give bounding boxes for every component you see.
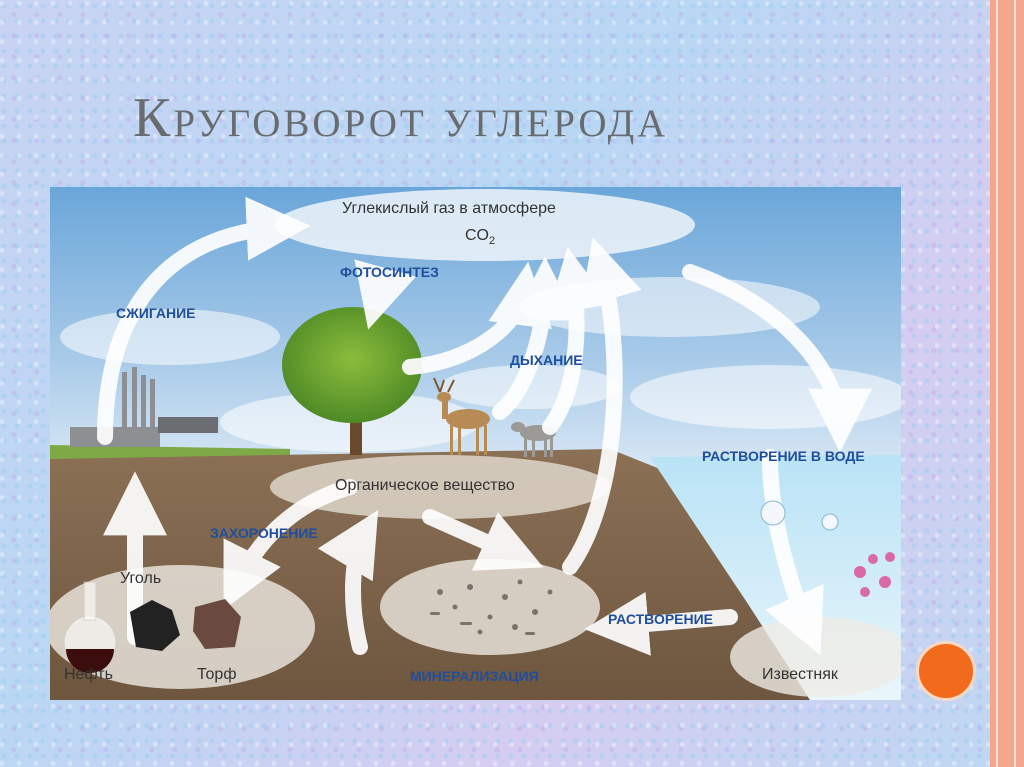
peat-label: Торф [197,666,237,683]
mineralization-label: МИНЕРАЛИЗАЦИЯ [410,668,539,684]
peat-lump [193,599,241,649]
burial-arrow [223,479,358,610]
co2-subscript: 2 [489,235,496,248]
decomposition-arrow [562,237,642,575]
organic-down-arrow [422,509,544,571]
oil-flask [63,581,117,673]
respiration-arrow-2 [492,256,577,420]
coal-lump [130,600,180,651]
organic-matter-patch [270,455,610,519]
atmosphere-label: Углекислый газ в атмосфере [342,200,556,217]
diagram-illustration [50,187,901,700]
dissolution-label: РАСТВОРЕНИЕ [608,611,714,627]
organic-matter-label: Органическое вещество [335,477,515,494]
respiration-arrow-3 [542,246,611,435]
mineralization-arrow [317,510,379,655]
co2-label: CO2 [465,227,495,247]
coal-label: Уголь [120,570,162,587]
slide-title: Круговорот углерода [133,87,669,149]
factory [70,367,218,447]
carbon-cycle-diagram: Углекислый газ в атмосфере CO2 ФОТОСИНТЕ… [50,187,901,700]
combustion-label: СЖИГАНИЕ [116,305,196,321]
limestone-label: Известняк [762,666,838,683]
dissolution-in-water-arrow [682,264,872,453]
orange-circle-decoration [916,641,976,701]
respiration-label: ДЫХАНИЕ [510,352,583,368]
slide-right-border [990,0,1024,767]
deer-antlers [433,377,455,393]
microbes-patch [380,559,600,655]
deer [437,392,490,455]
coral [854,552,895,597]
limestone-arrow [762,449,824,656]
tree-crown [282,307,422,423]
dissolution-arrow [584,591,738,656]
microbes [430,579,553,635]
co2-text: CO [465,227,489,244]
dissolution-in-water-label: РАСТВОРЕНИЕ В ВОДЕ [702,448,865,464]
oil-label: Нефть [64,666,113,683]
photosynthesis-arrow [354,259,417,330]
burial-label: ЗАХОРОНЕНИЕ [210,525,318,541]
combustion-arrow [97,196,311,445]
photosynthesis-label: ФОТОСИНТЕЗ [340,264,439,280]
plankton [760,500,839,531]
